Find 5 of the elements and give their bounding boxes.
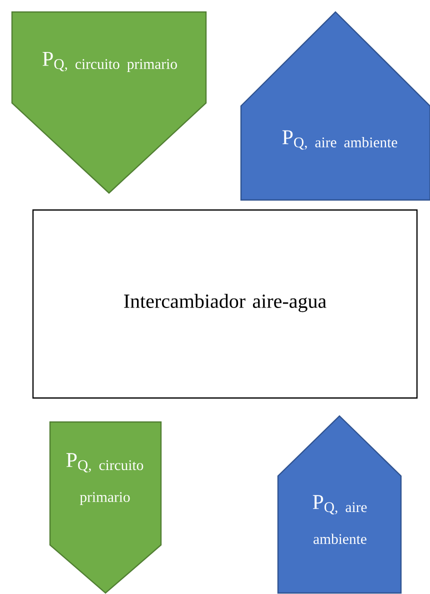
pentagon: $\begin{gathered}\text{P}_{\text{Q, circuito}}\\ \scriptstyle\text{primario}\end{gathered}$ [49, 421, 162, 594]
pentagon: $\text{P}_{\text{Q, aire ambiente}}$ [240, 11, 430, 201]
process-box: Intercambiador aire-agua [32, 209, 418, 399]
pentagon: $\text{P}_{\text{Q, circuito primario}}$ [11, 11, 207, 194]
pentagon: $\begin{gathered}\text{P}_{\text{Q, aire}}\\ \scriptstyle\text{ambiente}\end{gathered}$ [277, 415, 402, 594]
